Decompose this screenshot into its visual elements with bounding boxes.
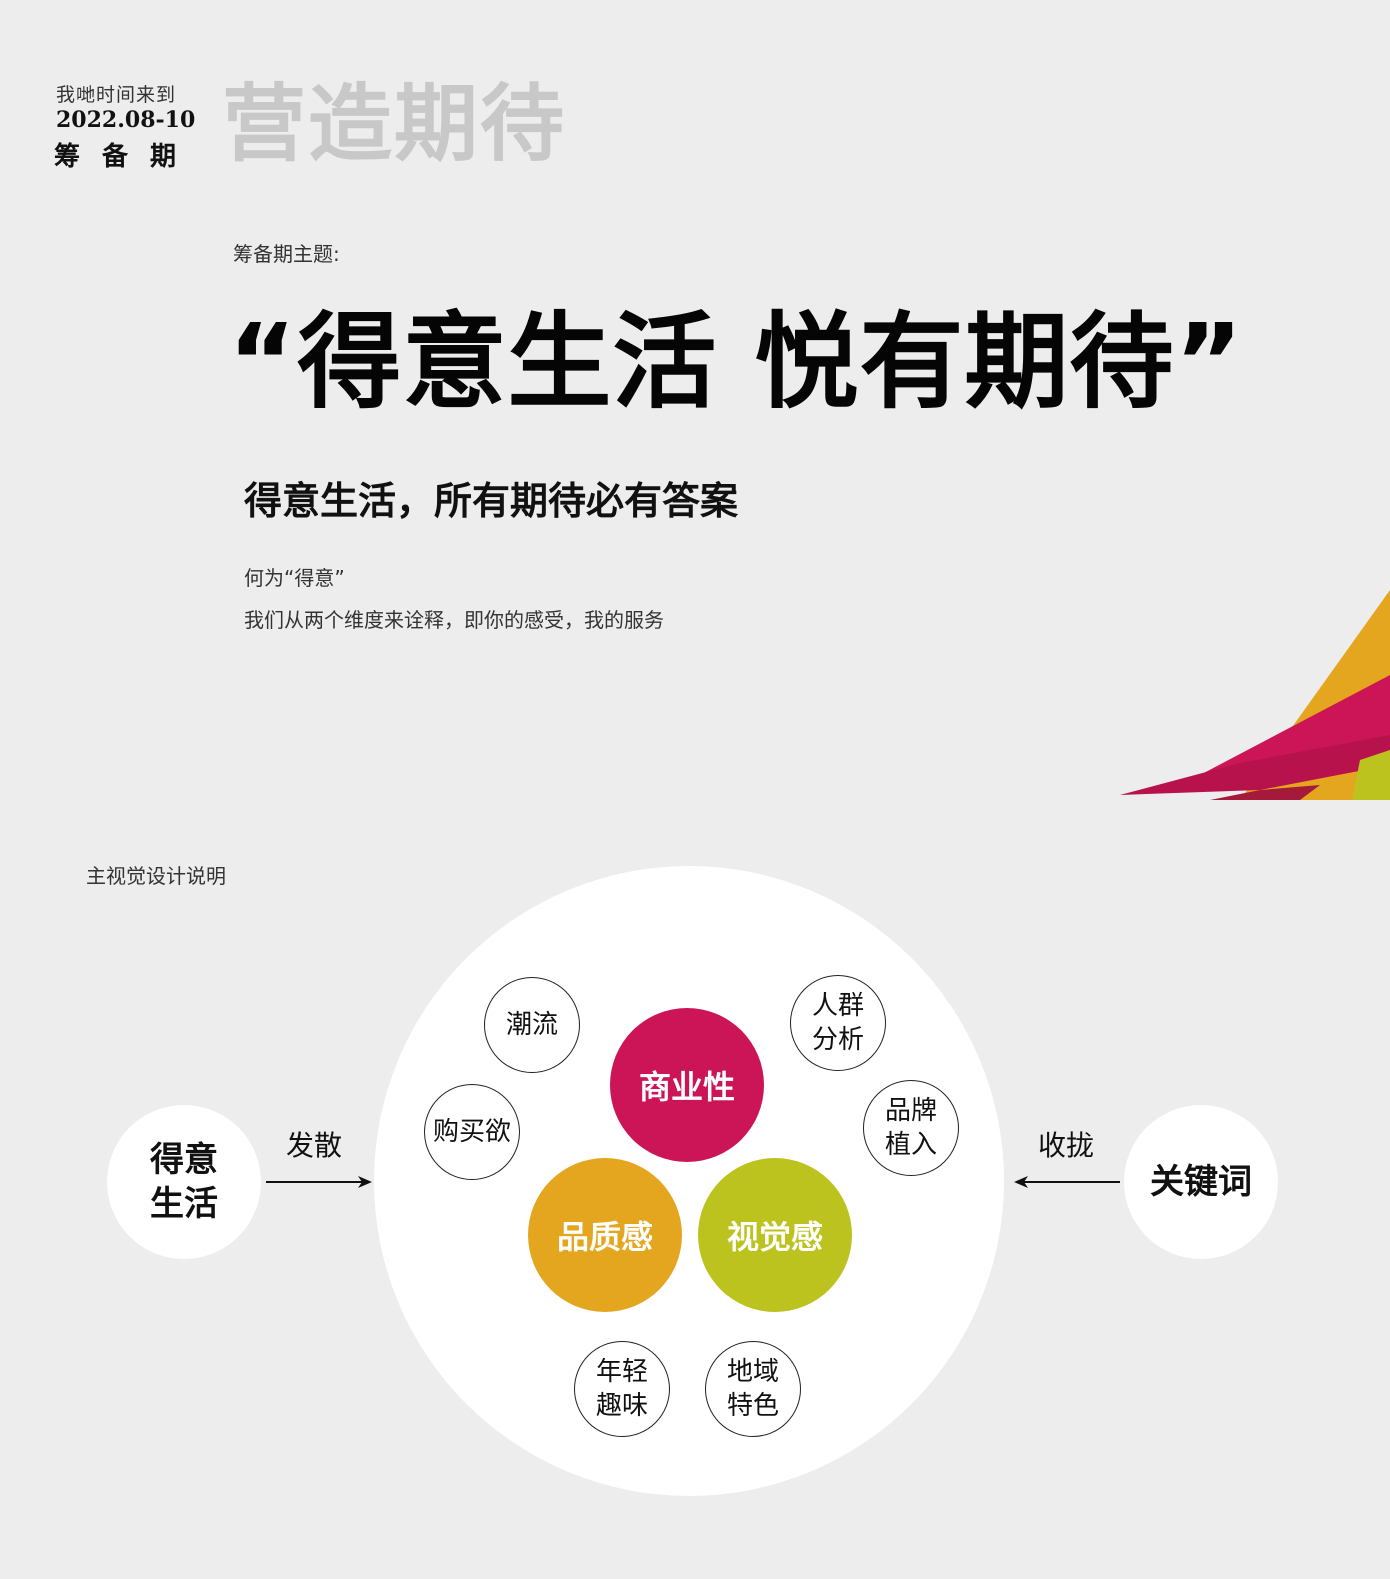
- source-node-line-2: 生活: [150, 1184, 218, 1224]
- ribbon-decoration: [1120, 590, 1390, 800]
- keyword-brand-line-2: 植入: [884, 1130, 937, 1160]
- keyword-youth-line-1: 年轻: [595, 1357, 648, 1387]
- page-title: 营造期待: [222, 75, 567, 173]
- core-commercial: 商业性: [610, 1008, 764, 1162]
- theme-body-line-1: 何为“得意”: [244, 566, 345, 590]
- theme-label: 筹备期主题:: [233, 242, 340, 266]
- core-quality-label: 品质感: [556, 1218, 653, 1256]
- keyword-brand: 品牌 植入: [863, 1080, 959, 1176]
- keyword-trend-label: 潮流: [505, 1010, 558, 1040]
- keyword-audience-line-2: 分析: [811, 1025, 864, 1055]
- keyword-regional-line-1: 地域: [726, 1357, 779, 1387]
- timeline-eyebrow: 我哋时间来到: [56, 84, 177, 106]
- keywords-node-label: 关键词: [1150, 1162, 1252, 1202]
- theme-subhead: 得意生活，所有期待必有答案: [244, 479, 739, 523]
- theme-headline: “得意生活 悦有期待”: [228, 301, 1244, 423]
- core-commercial-label: 商业性: [638, 1068, 735, 1106]
- keyword-trend: 潮流: [484, 977, 580, 1073]
- converge-label: 收拢: [1038, 1129, 1095, 1162]
- keyword-youth-line-2: 趣味: [595, 1391, 648, 1421]
- keyword-audience-line-1: 人群: [811, 991, 864, 1021]
- keyword-regional: 地域 特色: [705, 1341, 801, 1437]
- core-quality: 品质感: [528, 1158, 682, 1312]
- phase-name: 筹备期: [54, 142, 199, 172]
- converge-arrow-icon: [1014, 1176, 1120, 1188]
- core-visual: 视觉感: [698, 1158, 852, 1312]
- diverge-label: 发散: [286, 1129, 343, 1162]
- keyword-hub-circle: [374, 866, 1004, 1496]
- keyword-regional-line-2: 特色: [726, 1391, 779, 1421]
- theme-body-line-2: 我们从两个维度来诠释，即你的感受，我的服务: [244, 608, 664, 632]
- source-node: 得意 生活: [107, 1105, 261, 1259]
- keyword-audience: 人群 分析: [790, 975, 886, 1071]
- section-label: 主视觉设计说明: [86, 864, 226, 888]
- keyword-desire-label: 购买欲: [432, 1117, 511, 1147]
- keywords-node: 关键词: [1124, 1105, 1278, 1259]
- timeline-date: 2022.08-10: [56, 107, 196, 133]
- keyword-brand-line-1: 品牌: [884, 1096, 937, 1126]
- source-node-line-1: 得意: [150, 1140, 218, 1180]
- core-visual-label: 视觉感: [726, 1218, 823, 1256]
- diverge-arrow-icon: [266, 1176, 372, 1188]
- keyword-youth: 年轻 趣味: [574, 1341, 670, 1437]
- keyword-desire: 购买欲: [424, 1084, 520, 1180]
